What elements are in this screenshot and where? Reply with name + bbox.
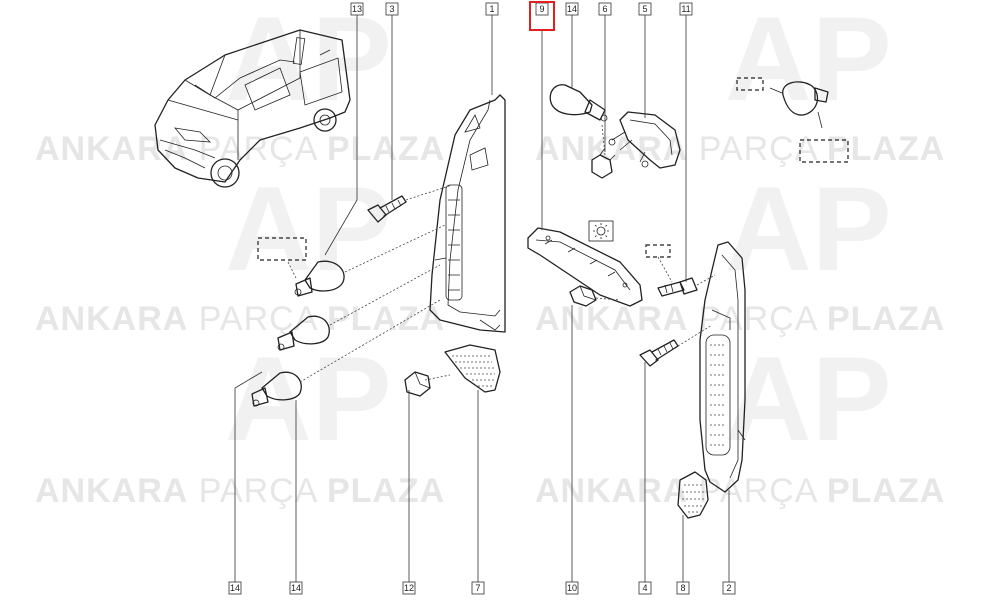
callout-box	[638, 581, 652, 595]
callout-label-7: 7	[471, 581, 485, 595]
grille-8	[677, 471, 709, 519]
screw-11-lower	[645, 244, 698, 297]
callout-box	[350, 2, 364, 16]
callout-label-11: 11	[679, 2, 693, 16]
bulb-14-left-upper	[277, 315, 330, 351]
callout-box	[638, 2, 652, 16]
bulb-14-left-lower	[251, 371, 302, 407]
bulb-11	[736, 77, 849, 163]
callout-label-12: 12	[402, 581, 416, 595]
callout-box	[228, 581, 242, 595]
watermark: AP AP AP AP AP AP ANKARA PARÇA PLAZA ANK…	[35, 0, 945, 510]
callout-label-2: 2	[722, 581, 736, 595]
watermark-line: ANKARA PARÇA PLAZA	[535, 472, 945, 510]
screw-4	[639, 339, 679, 367]
callout-number: 10	[567, 583, 577, 593]
callout-label-14: 14	[565, 2, 579, 16]
callout-number: 3	[389, 4, 394, 14]
watermark-logo: AP	[725, 332, 892, 466]
light-strip-9	[527, 227, 643, 307]
watermark-logo: AP	[225, 332, 392, 466]
watermark-logo: AP	[725, 162, 892, 296]
callout-label-10: 10	[565, 581, 579, 595]
clip-12	[404, 371, 431, 397]
callout-box	[598, 2, 612, 16]
callout-box	[679, 2, 693, 16]
callout-label-13: 13	[350, 2, 364, 16]
watermark-line: ANKARA PARÇA PLAZA	[35, 472, 445, 510]
watermark-logo: AP	[725, 0, 892, 126]
callout-number: 7	[475, 583, 480, 593]
callout-number: 14	[291, 583, 301, 593]
callout-number: 14	[230, 583, 240, 593]
callout-box	[402, 581, 416, 595]
callout-label-5: 5	[638, 2, 652, 16]
vehicle-illustration	[154, 29, 351, 188]
callout-label-3: 3	[385, 2, 399, 16]
clip-10	[569, 285, 597, 307]
rear-lamp-housing-1	[429, 94, 506, 333]
callout-number: 5	[642, 4, 647, 14]
callout-box	[385, 2, 399, 16]
callout-label-8: 8	[676, 581, 690, 595]
callout-number: 14	[567, 4, 577, 14]
highlight-box-part-9	[529, 1, 555, 31]
grille-7	[444, 344, 501, 393]
callout-box	[676, 581, 690, 595]
lamp-unit-5	[608, 111, 681, 169]
callout-number: 4	[642, 583, 647, 593]
watermark-line: ANKARA PARÇA PLAZA	[535, 300, 945, 338]
watermark-line: ANKARA PARÇA PLAZA	[35, 300, 445, 338]
callout-label-1: 1	[485, 2, 499, 16]
light-symbol-icon	[588, 220, 614, 242]
callout-box	[289, 581, 303, 595]
bulb-14-top	[549, 84, 608, 122]
screw-3	[367, 195, 407, 223]
callout-label-14: 14	[289, 581, 303, 595]
callout-box	[565, 2, 579, 16]
callouts-top: 13 3 1 9 14 6 5 11	[350, 2, 693, 16]
watermark-logo: AP	[225, 162, 392, 296]
callout-number: 9	[539, 4, 544, 14]
callout-number: 1	[489, 4, 494, 14]
callout-box	[722, 581, 736, 595]
callout-number: 12	[404, 583, 414, 593]
watermark-line: ANKARA PARÇA PLAZA	[535, 130, 945, 168]
callouts-bottom: 14 14 12 7 10 4 8 2	[228, 581, 736, 595]
callout-label-14: 14	[228, 581, 242, 595]
callout-number: 6	[602, 4, 607, 14]
callout-number: 13	[352, 4, 362, 14]
callout-number: 8	[680, 583, 685, 593]
callout-label-6: 6	[598, 2, 612, 16]
callout-number: 11	[681, 4, 690, 14]
callout-box	[485, 2, 499, 16]
watermark-line: ANKARA PARÇA PLAZA	[35, 130, 445, 168]
callout-box	[565, 581, 579, 595]
callout-label-4: 4	[638, 581, 652, 595]
rear-lamp-2	[699, 241, 746, 493]
watermark-logo: AP	[225, 0, 392, 126]
leader-lines	[234, 15, 730, 582]
callout-box	[471, 581, 485, 595]
callout-number: 2	[726, 583, 731, 593]
callout-label-9: 9	[535, 2, 549, 16]
bulb-13	[257, 237, 345, 297]
